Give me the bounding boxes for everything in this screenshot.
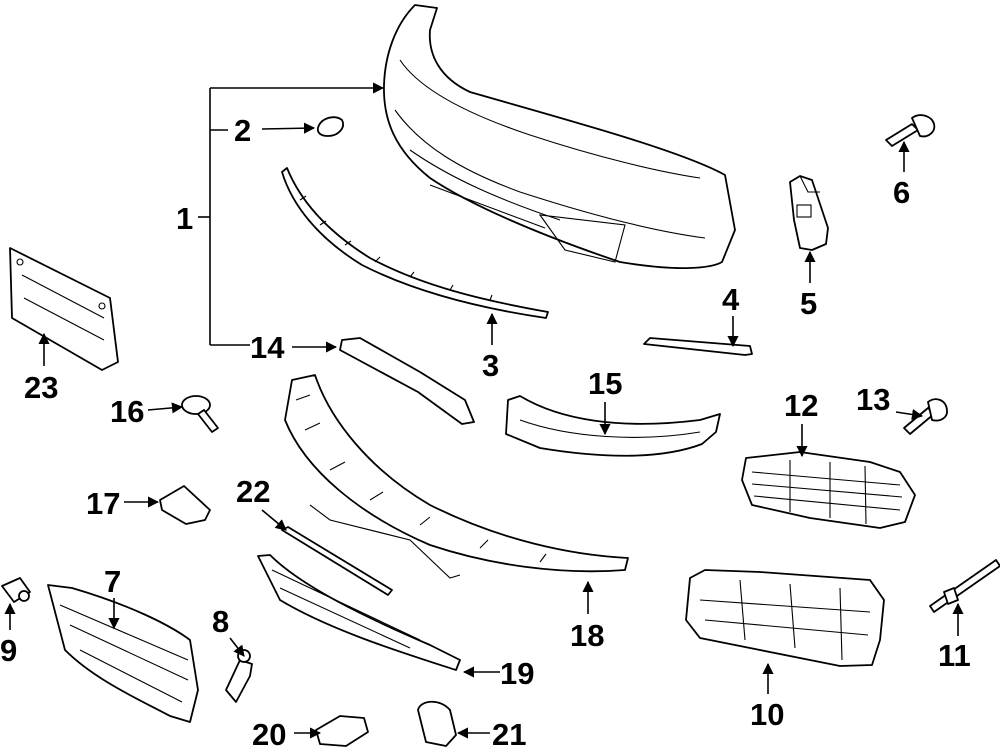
callout-3: 3 (482, 348, 499, 383)
callout-18: 18 (570, 618, 604, 653)
chrome-trim-part-15 (505, 395, 721, 457)
frame-part-10 (685, 569, 885, 667)
lower-panel-part-7 (47, 584, 199, 723)
callout-1: 1 (176, 201, 193, 236)
push-clip-part-16 (181, 395, 219, 433)
callout-11: 11 (938, 638, 971, 673)
callout-6: 6 (893, 175, 910, 210)
leader-13 (895, 408, 924, 421)
callout-7: 7 (104, 564, 121, 599)
callout-8: 8 (212, 604, 229, 639)
leader-16 (147, 402, 184, 414)
callout-10: 10 (750, 697, 784, 732)
leader-2 (261, 122, 316, 134)
callout-23: 23 (24, 370, 58, 405)
callout-14: 14 (250, 330, 285, 365)
bracket-part-17 (159, 485, 211, 525)
callout-22: 22 (236, 474, 270, 509)
retainer-part-21 (417, 700, 457, 747)
clip-part-9 (1, 577, 31, 603)
lower-grille-part-19 (257, 554, 461, 671)
leader-22 (261, 509, 287, 531)
grille-part-12 (741, 451, 916, 529)
callout-20: 20 (252, 717, 286, 750)
pin-part-11 (929, 559, 1000, 613)
license-bracket-part-23 (9, 247, 119, 371)
bracket-part-20 (315, 715, 369, 747)
molding-strip-part-3 (281, 167, 549, 319)
callout-9: 9 (0, 633, 17, 668)
leader-lines (4, 82, 964, 739)
bolt-part-13 (903, 398, 948, 435)
leader-8 (229, 637, 245, 657)
bumper-cover-part (383, 4, 736, 269)
sensor-part-8 (225, 649, 253, 703)
callout-5: 5 (800, 286, 817, 321)
callout-19: 19 (500, 656, 534, 691)
trim-strip-part-4 (643, 337, 753, 356)
bolt-part-6 (885, 114, 936, 147)
callout-13: 13 (856, 382, 890, 417)
callout-17: 17 (86, 486, 120, 521)
clip-part-2 (316, 116, 344, 137)
callout-12: 12 (784, 388, 818, 423)
trim-part-14 (339, 337, 475, 425)
callout-21: 21 (492, 717, 526, 750)
callout-15: 15 (588, 366, 622, 401)
bracket-part-5 (789, 175, 829, 251)
callout-4: 4 (722, 282, 740, 317)
callout-labels: 1 2 3 4 5 6 7 8 9 10 11 12 13 14 15 16 1… (0, 113, 971, 750)
callout-2: 2 (234, 113, 251, 148)
reinforcement-part-18 (284, 374, 629, 579)
callout-16: 16 (110, 394, 144, 429)
